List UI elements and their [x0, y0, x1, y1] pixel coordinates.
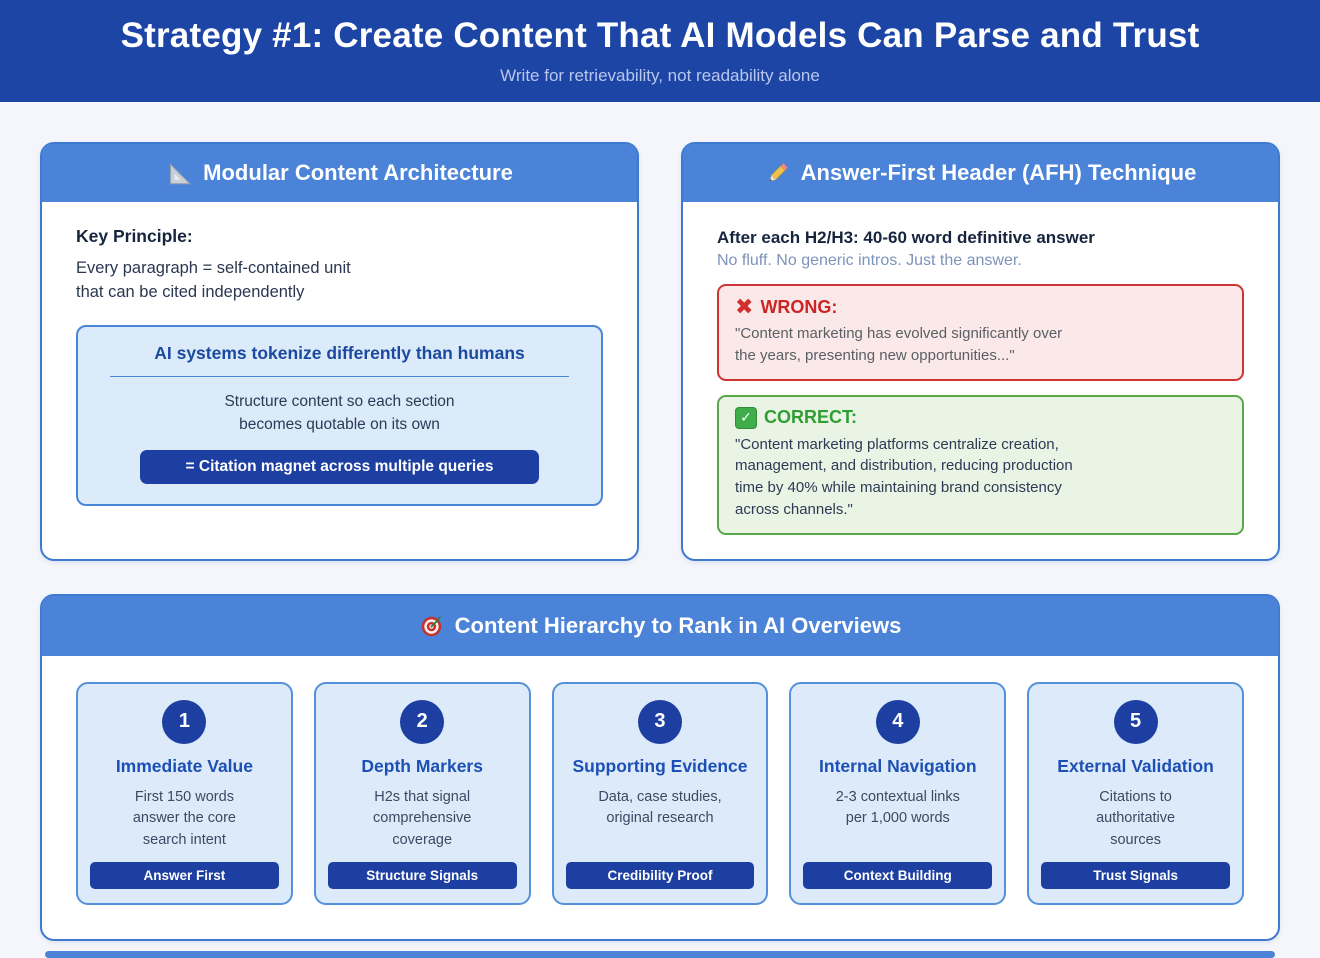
- main-content: Modular Content Architecture Key Princip…: [0, 102, 1320, 958]
- step-badge: Context Building: [803, 861, 993, 889]
- step-title: External Validation: [1057, 755, 1214, 776]
- check-icon: ✓: [735, 406, 757, 429]
- key-principle-text: Every paragraph = self-contained unit th…: [76, 259, 351, 301]
- callout-text: Structure content so each section become…: [224, 392, 455, 434]
- step-depth-markers: 2 Depth Markers H2s that signal comprehe…: [313, 681, 531, 905]
- pencil-icon: [765, 160, 791, 186]
- wrong-quote: "Content marketing has evolved significa…: [735, 325, 1063, 364]
- afh-card-body: After each H2/H3: 40-60 word definitive …: [683, 202, 1278, 559]
- afh-lead-text: After each H2/H3: 40-60 word definitive …: [717, 228, 1095, 247]
- key-principle-label: Key Principle:: [76, 226, 193, 246]
- target-icon: [419, 613, 445, 639]
- afh-sub-text: No fluff. No generic intros. Just the an…: [717, 252, 1022, 269]
- top-row: Modular Content Architecture Key Princip…: [40, 142, 1280, 561]
- title-banner: Strategy #1: Create Content That AI Mode…: [0, 0, 1320, 102]
- footer-divider-bar: [45, 950, 1275, 958]
- hierarchy-card-title: Content Hierarchy to Rank in AI Overview…: [454, 612, 902, 638]
- page-subtitle: Write for retrievability, not readabilit…: [500, 66, 820, 85]
- step-immediate-value: 1 Immediate Value First 150 words answer…: [76, 681, 293, 905]
- triangle-ruler-icon: [166, 160, 193, 187]
- citation-magnet-pill: = Citation magnet across multiple querie…: [140, 450, 539, 485]
- step-number-badge: 2: [400, 699, 445, 744]
- page-title: Strategy #1: Create Content That AI Mode…: [120, 16, 1200, 55]
- step-internal-navigation: 4 Internal Navigation 2-3 contextual lin…: [789, 681, 1007, 905]
- step-text: Citations to authoritative sources: [1096, 788, 1176, 849]
- step-number-badge: 5: [1113, 699, 1158, 744]
- step-title: Internal Navigation: [819, 755, 977, 776]
- modular-content-card: Modular Content Architecture Key Princip…: [40, 142, 639, 561]
- step-title: Depth Markers: [361, 755, 483, 776]
- wrong-label-row: ✖ WRONG:: [735, 296, 1226, 318]
- afh-card-title: Answer-First Header (AFH) Technique: [800, 160, 1197, 185]
- step-text: First 150 words answer the core search i…: [132, 788, 236, 849]
- hierarchy-steps: 1 Immediate Value First 150 words answer…: [42, 656, 1278, 939]
- afh-card-header: Answer-First Header (AFH) Technique: [683, 144, 1278, 202]
- correct-label: CORRECT:: [764, 407, 857, 427]
- cross-icon: ✖: [735, 294, 754, 319]
- step-title: Immediate Value: [115, 755, 253, 776]
- afh-technique-card: Answer-First Header (AFH) Technique Afte…: [681, 142, 1280, 561]
- step-external-validation: 5 External Validation Citations to autho…: [1027, 681, 1244, 905]
- step-badge: Structure Signals: [327, 861, 517, 889]
- step-number-badge: 4: [875, 699, 920, 744]
- step-badge: Credibility Proof: [565, 861, 755, 889]
- step-badge: Trust Signals: [1041, 861, 1230, 889]
- step-text: 2-3 contextual links per 1,000 words: [835, 788, 960, 827]
- correct-quote: "Content marketing platforms centralize …: [735, 435, 1073, 518]
- step-text: Data, case studies, original research: [598, 788, 722, 827]
- wrong-example-box: ✖ WRONG: "Content marketing has evolved …: [717, 284, 1244, 381]
- step-title: Supporting Evidence: [572, 755, 748, 776]
- modular-card-header: Modular Content Architecture: [42, 144, 637, 202]
- wrong-label: WRONG:: [760, 296, 838, 317]
- step-supporting-evidence: 3 Supporting Evidence Data, case studies…: [551, 681, 769, 905]
- modular-card-body: Key Principle: Every paragraph = self-co…: [42, 202, 637, 559]
- tokenize-callout: AI systems tokenize differently than hum…: [76, 324, 603, 507]
- step-text: H2s that signal comprehensive coverage: [373, 788, 472, 849]
- step-badge: Answer First: [90, 861, 279, 889]
- step-number-badge: 1: [162, 699, 207, 744]
- correct-label-row: ✓ CORRECT:: [735, 406, 1226, 429]
- hierarchy-card-header: Content Hierarchy to Rank in AI Overview…: [42, 595, 1278, 656]
- content-hierarchy-card: Content Hierarchy to Rank in AI Overview…: [40, 593, 1280, 941]
- callout-title: AI systems tokenize differently than hum…: [110, 343, 569, 377]
- modular-card-title: Modular Content Architecture: [203, 160, 513, 185]
- step-number-badge: 3: [637, 699, 682, 744]
- correct-example-box: ✓ CORRECT: "Content marketing platforms …: [717, 394, 1244, 535]
